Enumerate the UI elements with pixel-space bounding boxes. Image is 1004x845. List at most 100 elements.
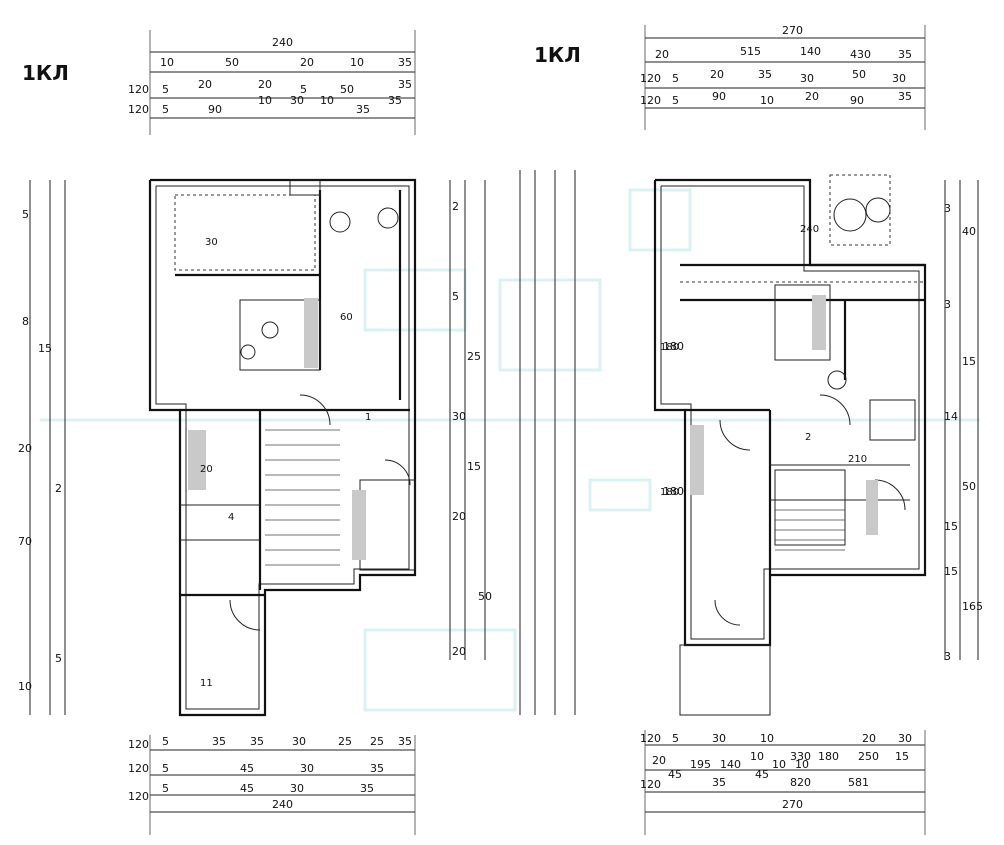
dim-top-r1-2: 140: [800, 45, 821, 58]
dim-top-r2-5: 50: [852, 68, 866, 81]
dim-left-6: 5: [55, 652, 62, 665]
dim-left-2: 15: [38, 342, 52, 355]
dim-bot-r1-5: 25: [338, 735, 352, 748]
dim-bot-r1-4: 330: [790, 750, 811, 763]
dim-bot-r2-0: 120: [128, 762, 149, 775]
dim-right-3: 30: [452, 410, 466, 423]
dims-left: 5 8 15 20 2 70 5 10: [18, 180, 66, 715]
dim-right-4: 15: [467, 460, 481, 473]
dim-bot-r3-0: 120: [128, 790, 149, 803]
dim-top-r3-6: 35: [356, 103, 370, 116]
dim-right-8: 165: [962, 600, 983, 613]
dim-bot-r3-4: 820: [790, 776, 811, 789]
dim-top-r2-0: 120: [640, 72, 661, 85]
dim-top-r3-4: 30: [290, 94, 304, 107]
stairs-left: [265, 429, 340, 566]
dims-top: 240 10 50 20 10 35 120 5 20 20 5 50 35 1…: [128, 30, 416, 135]
stairs-right: [775, 509, 845, 551]
dim-top-r3-7: 35: [388, 94, 402, 107]
dim-top-r1-3: 10: [350, 56, 364, 69]
dim-top-r3-0: 120: [640, 94, 661, 107]
dim-bot-overall: 270: [782, 798, 803, 811]
dim-bot-r2-2: 45: [240, 762, 254, 775]
dim-top-r2-2: 20: [198, 78, 212, 91]
dim-bot-r1-3: 35: [250, 735, 264, 748]
dim-bot-r1-5: 180: [818, 750, 839, 763]
dim-right-1: 3: [944, 298, 951, 311]
dim-bot-r1-0: 120: [128, 738, 149, 751]
dim-bot-r2-7: 15: [895, 750, 909, 763]
dim-top-r2-3: 35: [758, 68, 772, 81]
dim-bot-r3-3: 30: [290, 782, 304, 795]
dim-top-r2-6: 35: [398, 78, 412, 91]
dim-right-7: 20: [452, 645, 466, 658]
dims-left: 180 180: [519, 170, 684, 715]
dim-bot-r3-2: 35: [712, 776, 726, 789]
dim-top-r3-0: 120: [128, 103, 149, 116]
dim-top-r1-4: 35: [898, 48, 912, 61]
dim-bot-r2-6: 250: [858, 750, 879, 763]
dim-bot-r2-1: 5: [162, 762, 169, 775]
dim-right-6: 15: [944, 520, 958, 533]
dim-bot-overall: 240: [272, 798, 293, 811]
dim-right-5: 50: [962, 480, 976, 493]
dim-right-2: 40: [962, 225, 976, 238]
dim-left-0: 5: [22, 208, 29, 221]
dim-bot-r3-3: 45: [755, 768, 769, 781]
dim-right-1: 5: [452, 290, 459, 303]
dims-right: 3 3 40 15 14 50 15 15 165 3: [944, 180, 983, 663]
dim-top-r2-4: 5: [300, 83, 307, 96]
walls-left: [148, 178, 417, 717]
dim-top-r1-2: 20: [300, 56, 314, 69]
dim-right-0: 2: [452, 200, 459, 213]
dim-bot-r1-2: 35: [212, 735, 226, 748]
dim-bot-r2-4: 35: [370, 762, 384, 775]
dim-bot-r3-0: 120: [640, 778, 661, 791]
room-label: 240: [800, 224, 819, 235]
room-labels-left: 30 60 20 1 4 11: [200, 237, 371, 689]
dims-bottom: 120 5 30 10 330 180 20 30 20 195 140 10 …: [640, 730, 926, 835]
dim-bot-r1-4: 30: [292, 735, 306, 748]
room-label: 1: [365, 412, 371, 423]
dim-top-r1-1: 515: [740, 45, 761, 58]
walls-right: [653, 174, 927, 716]
dim-top-r1-1: 50: [225, 56, 239, 69]
dim-top-r1-4: 35: [398, 56, 412, 69]
dim-top-r3-1: 5: [672, 94, 679, 107]
dim-bot-r2-2: 140: [720, 758, 741, 771]
dim-top-r3-6: 35: [898, 90, 912, 103]
dim-top-r2-3: 20: [258, 78, 272, 91]
dim-bot-r2-5: 10: [795, 758, 809, 771]
dim-top-r2-0: 120: [128, 83, 149, 96]
dim-left-0: 180: [663, 340, 684, 353]
dim-top-overall: 270: [782, 24, 803, 37]
dim-top-overall: 240: [272, 36, 293, 49]
dim-bot-r1-6: 25: [370, 735, 384, 748]
dim-top-r3-4: 20: [805, 90, 819, 103]
dim-bot-r3-5: 581: [848, 776, 869, 789]
dim-left-7: 10: [18, 680, 32, 693]
dim-top-r3-3: 10: [258, 94, 272, 107]
plan-label: 1КЛ: [534, 43, 581, 67]
room-label: 60: [340, 312, 353, 323]
dim-bot-r1-1: 5: [672, 732, 679, 745]
dim-left-3: 20: [18, 442, 32, 455]
dim-bot-r2-3: 30: [300, 762, 314, 775]
dim-bot-r1-2: 30: [712, 732, 726, 745]
dim-top-r2-1: 5: [672, 72, 679, 85]
dim-right-2: 25: [467, 350, 481, 363]
plan-label: 1КЛ: [22, 61, 69, 85]
dim-right-3: 15: [962, 355, 976, 368]
dim-top-r3-1: 5: [162, 103, 169, 116]
dim-right-7: 15: [944, 565, 958, 578]
dim-bot-r1-6: 20: [862, 732, 876, 745]
dim-left-4: 2: [55, 482, 62, 495]
dim-bot-r3-2: 45: [240, 782, 254, 795]
room-label: 180: [660, 342, 679, 353]
dim-top-r3-2: 90: [208, 103, 222, 116]
room-label: 30: [205, 237, 218, 248]
dim-top-r2-1: 5: [162, 83, 169, 96]
dim-top-r2-6: 30: [892, 72, 906, 85]
dim-bot-r1-3: 10: [760, 732, 774, 745]
dim-right-9: 3: [944, 650, 951, 663]
